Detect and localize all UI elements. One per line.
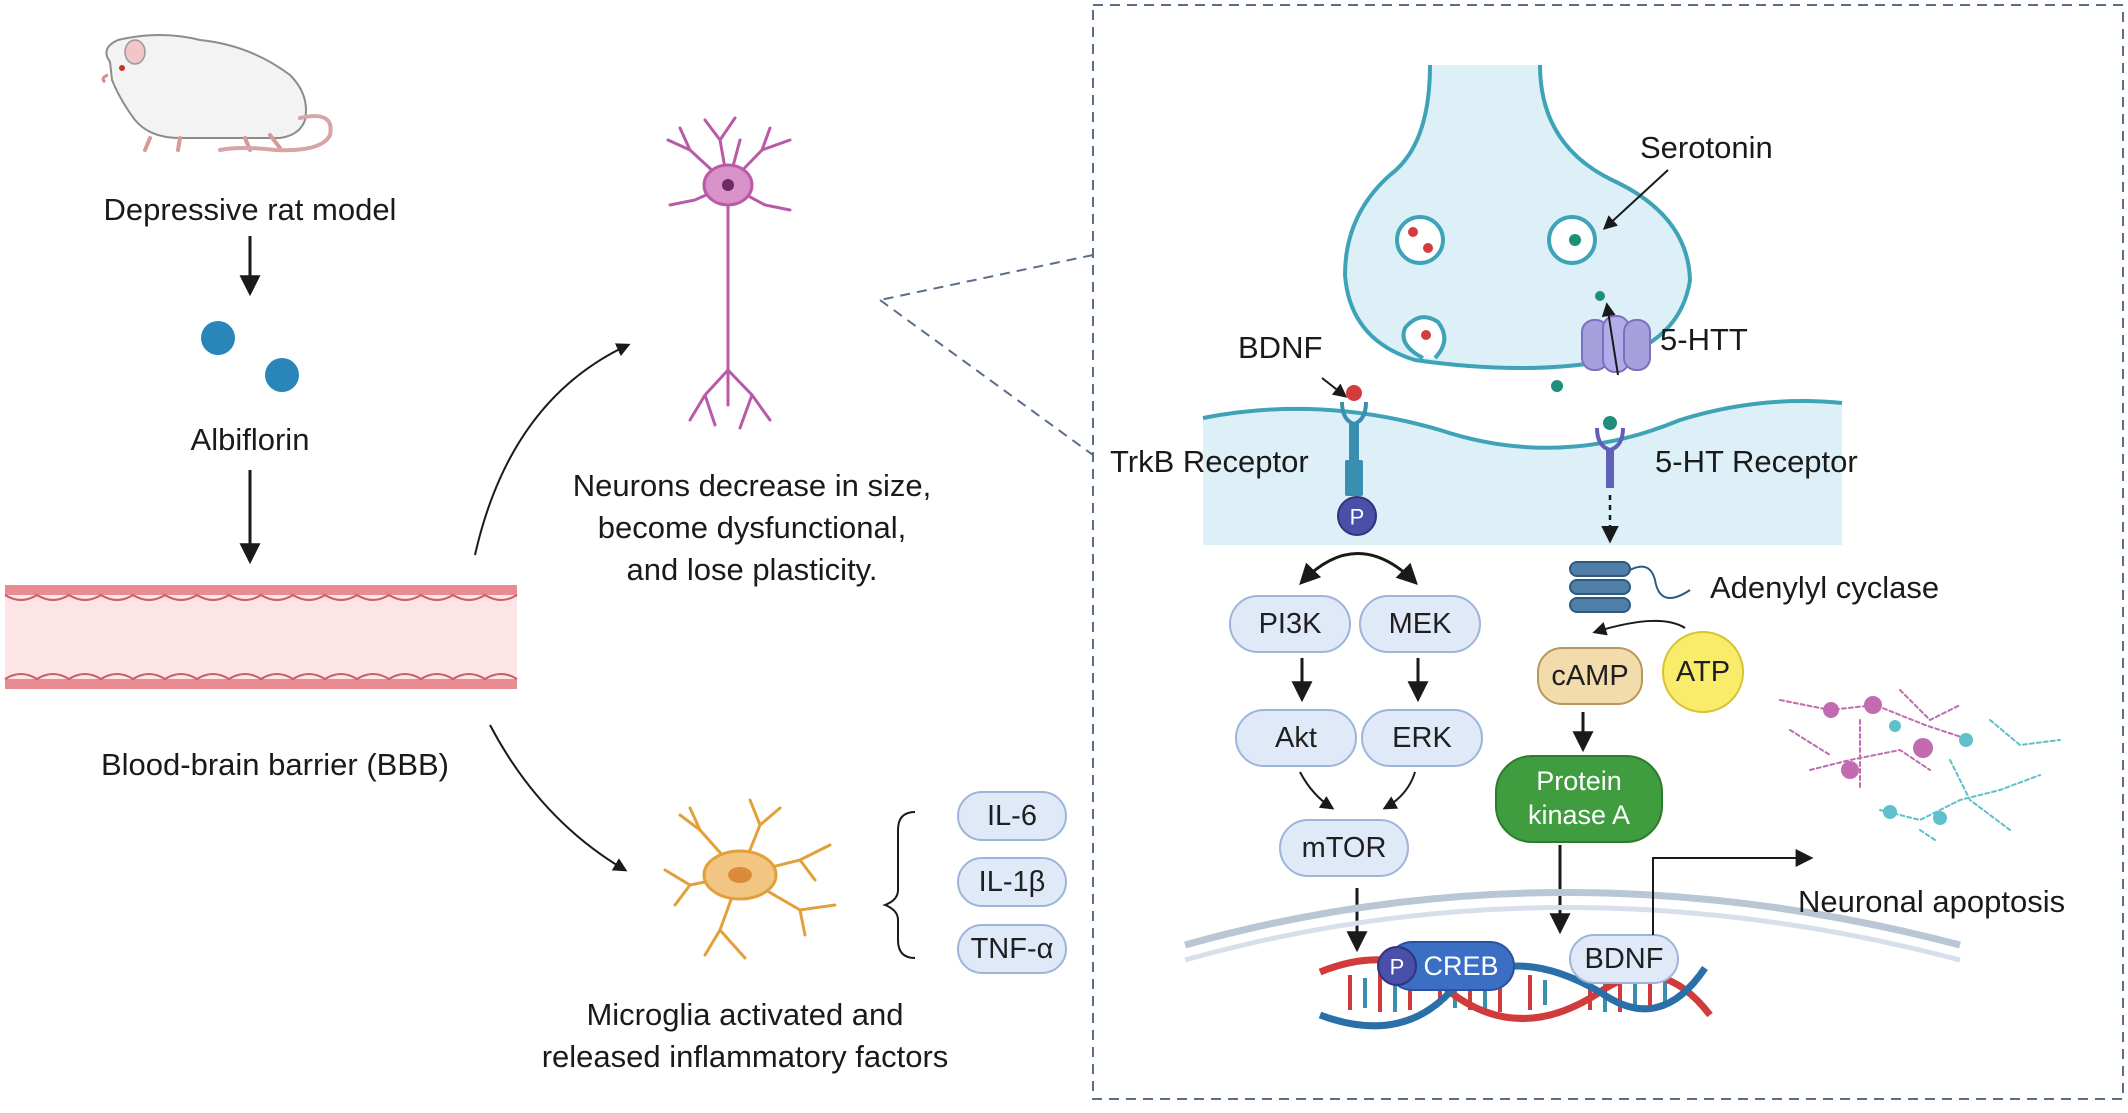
svg-text:TNF-α: TNF-α: [971, 933, 1054, 965]
node-mtor: mTOR: [1279, 819, 1409, 877]
albiflorin-label: Albiflorin: [191, 422, 310, 457]
svg-text:Akt: Akt: [1275, 722, 1317, 754]
neuron-icon: [666, 116, 792, 430]
svg-text:cAMP: cAMP: [1551, 660, 1628, 692]
node-pi3k: PI3K: [1229, 595, 1351, 653]
svg-text:P: P: [1390, 955, 1405, 980]
node-mek: MEK: [1359, 595, 1481, 653]
creb-complex: CREB P: [1377, 941, 1515, 991]
phospho-trkb: P: [1337, 496, 1377, 536]
rat-icon: [101, 34, 333, 153]
svg-text:MEK: MEK: [1389, 608, 1453, 640]
node-erk: ERK: [1361, 709, 1483, 767]
presynaptic-terminal: [1342, 64, 1693, 371]
nuclear-membrane: [1184, 889, 1961, 963]
serotonin-label: Serotonin: [1640, 130, 1773, 165]
albiflorin-molecules-icon: [201, 321, 299, 392]
arrow-serotonin: [1602, 169, 1669, 230]
node-camp: cAMP: [1537, 647, 1643, 705]
arrow-akt-mtor: [1299, 771, 1335, 810]
rat-model-label: Depressive rat model: [104, 192, 397, 227]
ht-receptor-label: 5-HT Receptor: [1655, 444, 1858, 479]
microglia-icon: [663, 798, 837, 960]
microglia-caption-line-1: Microglia activated and: [586, 997, 903, 1032]
svg-text:CREB: CREB: [1423, 951, 1498, 981]
arrow-erk-mtor: [1382, 771, 1416, 810]
cytokine-brace: [882, 811, 916, 959]
svg-text:P: P: [1350, 505, 1365, 530]
transporter-icon: [1581, 291, 1651, 376]
bbb-label: Blood-brain barrier (BBB): [101, 747, 449, 782]
adenylyl-cyclase-icon: [1569, 561, 1691, 613]
node-akt: Akt: [1235, 709, 1357, 767]
blood-brain-barrier-icon: [4, 585, 518, 689]
svg-text:mTOR: mTOR: [1302, 832, 1387, 864]
zoom-callout-border: [879, 4, 2124, 1100]
adenylyl-label: Adenylyl cyclase: [1710, 570, 1939, 605]
apoptotic-neurons-icon: [1779, 689, 2061, 841]
svg-text:BDNF: BDNF: [1585, 943, 1664, 975]
cytokine-il1b: IL-1β: [957, 857, 1067, 907]
node-atp: ATP: [1662, 631, 1744, 713]
arrow-atp-camp: [1592, 619, 1686, 636]
arrow-bbb-to-microglia: [489, 724, 628, 872]
transporter-label: 5-HTT: [1660, 322, 1748, 357]
bdnf-gene: BDNF: [1569, 934, 1679, 984]
free-serotonin: [1551, 380, 1563, 392]
svg-text:Protein: Protein: [1536, 766, 1622, 796]
microglia-caption-line-2: released inflammatory factors: [542, 1039, 949, 1074]
svg-text:PI3K: PI3K: [1259, 608, 1323, 640]
cytokine-il6: IL-6: [957, 791, 1067, 841]
bdnf-ligand-label: BDNF: [1238, 330, 1322, 365]
neuron-caption-line-3: and lose plasticity.: [627, 552, 878, 587]
trkb-receptor-icon: [1340, 385, 1368, 496]
neuron-caption-line-1: Neurons decrease in size,: [573, 468, 931, 503]
svg-text:kinase A: kinase A: [1528, 800, 1630, 830]
svg-text:IL-1β: IL-1β: [979, 866, 1046, 898]
neuron-caption-line-2: become dysfunctional,: [598, 510, 906, 545]
arrow-bbb-to-neuron: [474, 343, 631, 556]
arrow-trkb-branch: [1299, 552, 1418, 586]
svg-text:ATP: ATP: [1676, 656, 1730, 688]
arrow-bdnf-ligand: [1321, 377, 1348, 398]
cytokine-tnfa: TNF-α: [957, 924, 1067, 974]
svg-text:IL-6: IL-6: [987, 800, 1037, 832]
apoptosis-label: Neuronal apoptosis: [1798, 884, 2065, 919]
arrow-bdnf-apoptosis: [1652, 849, 1814, 935]
svg-text:ERK: ERK: [1392, 722, 1452, 754]
ht-receptor-icon: [1595, 416, 1625, 488]
trkb-label: TrkB Receptor: [1110, 444, 1309, 479]
node-pka: Protein kinase A: [1495, 755, 1663, 843]
